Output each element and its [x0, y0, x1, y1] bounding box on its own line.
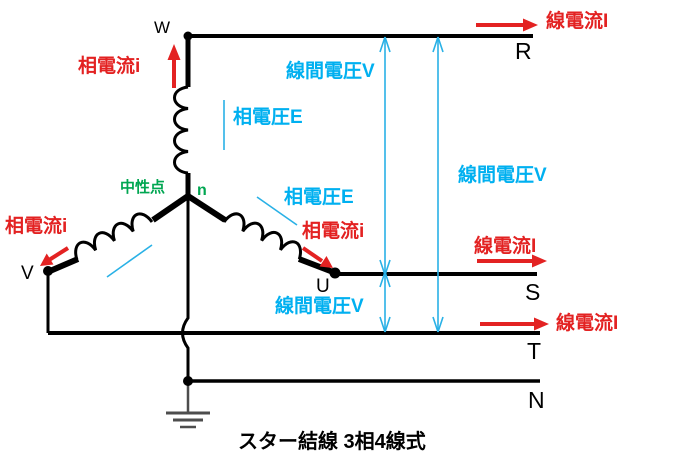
label-line-current-t: 線電流I [556, 313, 619, 334]
terminal-label-u: U [316, 276, 330, 297]
voltage-arrows [106, 36, 444, 333]
terminal-label-n-lower: n [197, 182, 207, 199]
neutral-branch-left [151, 193, 190, 223]
leader-phase-voltage-left [106, 244, 153, 278]
conductor-label-r: R [515, 38, 532, 64]
node-v [43, 266, 53, 276]
terminal-label-w: W [154, 18, 171, 37]
conductor-label-n: N [528, 387, 545, 413]
diagram-caption: スター結線 3相4線式 [238, 431, 426, 453]
node-n [183, 376, 193, 386]
label-phase-current-v: 相電流i [5, 216, 68, 237]
leader-phase-voltage-right [256, 196, 298, 226]
label-line-current-s: 線電流I [474, 236, 537, 257]
terminal-label-v: V [21, 263, 34, 284]
conductor-label-s: S [525, 279, 541, 305]
winding-u [222, 212, 302, 260]
label-line-voltage-st: 線間電圧V [275, 296, 364, 317]
label-phase-voltage-u: 相電圧E [284, 187, 354, 208]
winding-v [74, 212, 154, 261]
neutral-branch-right [186, 193, 227, 223]
neutral-drop [181, 197, 190, 381]
node-w [183, 31, 193, 41]
label-line-current-r: 線電流I [546, 11, 609, 32]
label-phase-voltage-w: 相電圧E [233, 107, 303, 128]
winding-u-tail [297, 256, 335, 275]
nodes [43, 31, 341, 386]
current-arrows [40, 18, 549, 331]
arrow-phase-current-u [301, 246, 324, 263]
label-phase-current-w: 相電流i [78, 56, 141, 77]
conductor-label-t: T [527, 338, 542, 364]
winding-w [173, 85, 189, 175]
arrow-phase-current-v [47, 246, 70, 262]
label-neutral-point: 中性点 [120, 179, 166, 196]
label-phase-current-u: 相電流i [302, 221, 365, 242]
ground-symbol [166, 381, 210, 429]
label-line-voltage-rt: 線間電圧V [458, 165, 547, 186]
winding-v-tail [48, 256, 80, 274]
wiring [46, 34, 540, 383]
node-u [329, 267, 341, 279]
label-line-voltage-rs: 線間電圧V [286, 61, 375, 82]
